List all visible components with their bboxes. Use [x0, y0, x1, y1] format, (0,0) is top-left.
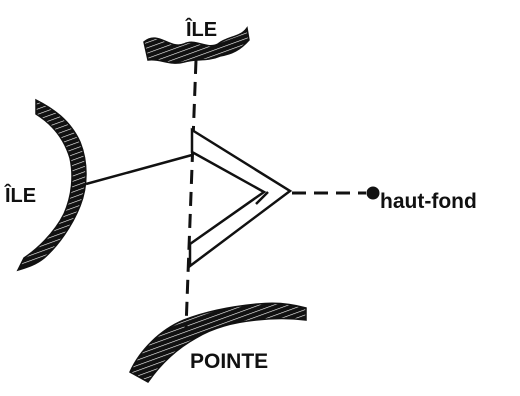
- island-left-shape: [16, 98, 87, 272]
- triangle-marker: [188, 127, 293, 269]
- point-shape: [129, 302, 307, 383]
- label-island-top: ÎLE: [186, 19, 218, 41]
- label-island-left: ÎLE: [5, 185, 37, 207]
- island-top-shape: [143, 26, 250, 64]
- label-point: POINTE: [190, 350, 269, 373]
- shoal-dot-icon: [366, 186, 380, 200]
- label-shoal: haut-fond: [380, 190, 477, 213]
- solid-bearing-line: [85, 153, 193, 186]
- dashed-alignment-vertical: [184, 59, 198, 329]
